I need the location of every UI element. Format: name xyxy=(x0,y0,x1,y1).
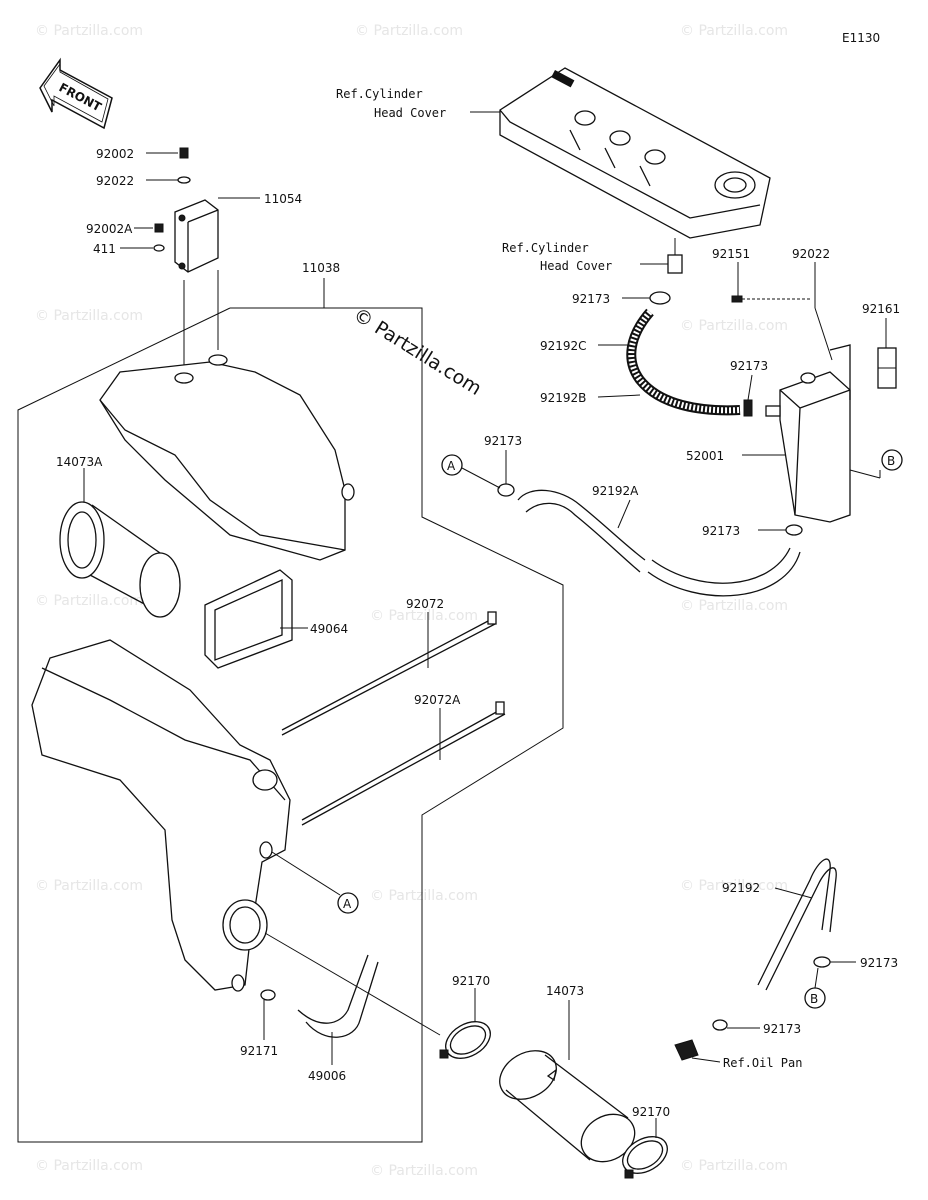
hose-92192a xyxy=(517,489,801,597)
ref-oil-pan-label: Ref.Oil Pan xyxy=(723,1056,802,1070)
cable-tie-92072a xyxy=(301,701,506,826)
part-label-11054: 11054 xyxy=(264,192,302,206)
watermark: © Partzilla.com xyxy=(680,878,788,894)
ref-cylinder-head-cover-label-2b: Head Cover xyxy=(540,259,612,273)
front-arrow: FRONT xyxy=(39,57,113,130)
clamp-92173-c xyxy=(622,291,671,305)
bracket-11054 xyxy=(174,197,260,370)
ref-cylinder-head-cover-label-1b: Head Cover xyxy=(374,106,446,120)
clamp-92173-a xyxy=(497,450,515,497)
clamp-92170-b xyxy=(622,1118,668,1179)
hose-92192 xyxy=(757,858,837,991)
watermark: © Partzilla.com xyxy=(680,1158,788,1174)
part-label-92192c: 92192C xyxy=(540,339,587,353)
ref-circle-b: B xyxy=(804,967,826,1009)
clamp-92173-oilpan xyxy=(712,1019,760,1031)
part-label-92192: 92192 xyxy=(722,881,760,895)
svg-text:A: A xyxy=(447,459,456,473)
part-label-92170: 92170 xyxy=(452,974,490,988)
part-label-92192a: 92192A xyxy=(592,484,639,498)
watermark: © Partzilla.com xyxy=(680,23,788,39)
part-label-92161: 92161 xyxy=(862,302,900,316)
clamp-92173-e xyxy=(758,524,803,536)
watermark-layer: © Partzilla.com © Partzilla.com © Partzi… xyxy=(35,23,788,1179)
watermark: © Partzilla.com xyxy=(680,318,788,334)
watermark: © Partzilla.com xyxy=(370,608,478,624)
clamp-92173-f xyxy=(813,956,856,968)
watermark: © Partzilla.com xyxy=(680,598,788,614)
copyright-mark: © Partzilla.com xyxy=(349,304,485,400)
part-label-49064: 49064 xyxy=(310,622,348,636)
part-label-49006: 49006 xyxy=(308,1069,346,1083)
hose-49006 xyxy=(297,954,379,1065)
watermark: © Partzilla.com xyxy=(35,308,143,324)
air-filter-14073a xyxy=(59,468,181,618)
part-label-92173: 92173 xyxy=(702,524,740,538)
ref-circle-b: B xyxy=(879,449,903,478)
part-label-92022: 92022 xyxy=(96,174,134,188)
clamp-92170-a xyxy=(439,988,491,1059)
washer-411 xyxy=(120,244,165,252)
air-filter-14073 xyxy=(499,1000,636,1163)
cylinder-head-cover xyxy=(470,67,771,239)
watermark: © Partzilla.com xyxy=(35,878,143,894)
ref-circle-a: A xyxy=(337,892,359,914)
ref-cylinder-head-cover-label-1: Ref.Cylinder xyxy=(336,87,423,101)
part-label-92002: 92002 xyxy=(96,147,134,161)
watermark: © Partzilla.com xyxy=(35,593,143,609)
part-label-92173: 92173 xyxy=(730,359,768,373)
bolt-92002 xyxy=(146,147,189,159)
part-label-92173: 92173 xyxy=(572,292,610,306)
part-label-92171: 92171 xyxy=(240,1044,278,1058)
clamp-92171 xyxy=(260,989,276,1040)
gasket-49064 xyxy=(204,569,308,669)
clamp-92173-d xyxy=(743,374,753,417)
part-label-92002a: 92002A xyxy=(86,222,133,236)
oil-separator-52001 xyxy=(742,344,881,523)
bolt-92151 xyxy=(731,262,833,361)
watermark: © Partzilla.com xyxy=(35,1158,143,1174)
watermark: © Partzilla.com xyxy=(370,888,478,904)
part-label-92173: 92173 xyxy=(860,956,898,970)
part-label-92151: 92151 xyxy=(712,247,750,261)
ref-cylinder-head-cover-label-2: Ref.Cylinder xyxy=(502,241,589,255)
airbox-lower-housing xyxy=(31,639,441,1036)
part-label-92072a: 92072A xyxy=(414,693,461,707)
assembly-outline-11038 xyxy=(17,307,564,1143)
part-label-411: 411 xyxy=(93,242,116,256)
svg-text:A: A xyxy=(343,897,352,911)
ref-circle-a: A xyxy=(441,454,501,489)
watermark: © Partzilla.com xyxy=(355,23,463,39)
svg-text:B: B xyxy=(810,992,818,1006)
part-label-92173: 92173 xyxy=(763,1022,801,1036)
watermark: © Partzilla.com xyxy=(370,1163,478,1179)
part-label-92192b: 92192B xyxy=(540,391,586,405)
oil-pan-fitting xyxy=(674,1039,721,1063)
hose-92192b xyxy=(597,308,741,416)
diagram-code: E1130 xyxy=(842,31,880,45)
bolt-92002a xyxy=(134,223,164,233)
part-label-92170: 92170 xyxy=(632,1105,670,1119)
part-label-92173: 92173 xyxy=(484,434,522,448)
breather-fitting xyxy=(640,238,683,274)
svg-text:B: B xyxy=(887,454,895,468)
cable-tie-92072 xyxy=(281,611,497,736)
washer-92022 xyxy=(146,176,191,184)
watermark: © Partzilla.com xyxy=(35,23,143,39)
part-label-11038: 11038 xyxy=(302,261,340,275)
part-label-14073: 14073 xyxy=(546,984,584,998)
grommet-92161 xyxy=(877,318,897,389)
part-label-52001: 52001 xyxy=(686,449,724,463)
airbox-upper-cover xyxy=(99,354,355,561)
part-label-92022: 92022 xyxy=(792,247,830,261)
part-label-92072: 92072 xyxy=(406,597,444,611)
part-label-14073a: 14073A xyxy=(56,455,103,469)
